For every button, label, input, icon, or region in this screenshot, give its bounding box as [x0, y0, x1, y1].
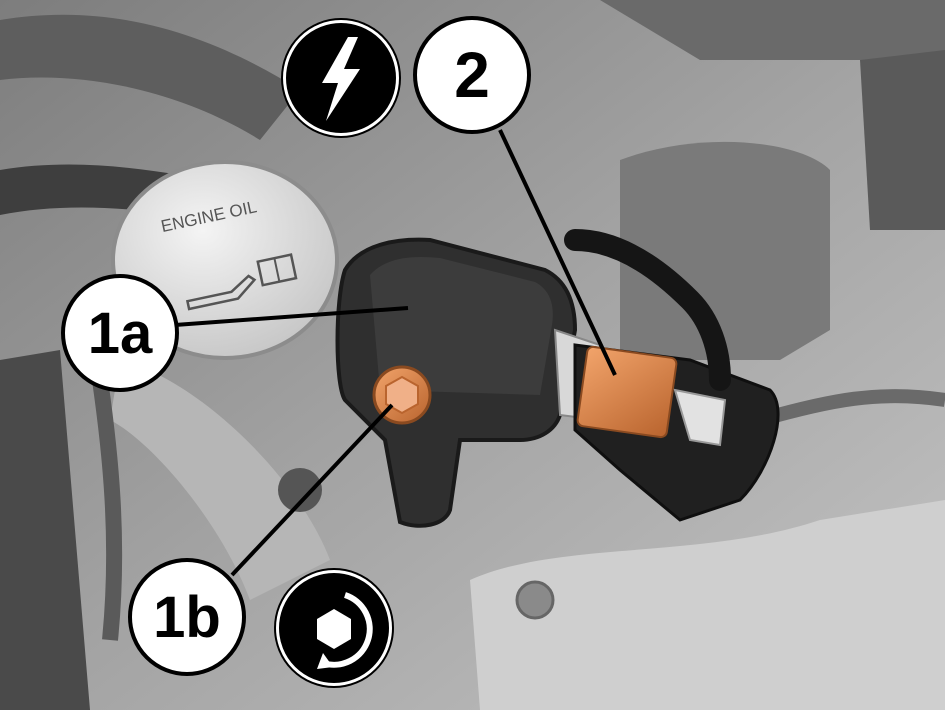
leader-line-1a: [174, 306, 409, 327]
hose-top-left: [0, 14, 300, 140]
callout-1b: 1b: [128, 558, 246, 676]
upper-right-part: [600, 0, 945, 60]
torque-symbol: [276, 570, 392, 686]
bracket-lower-right: [470, 500, 945, 710]
engine-block-surface: [110, 360, 330, 600]
connector-wire: [564, 229, 731, 391]
callout-1a-label: 1a: [87, 300, 153, 366]
lightning-bolt-icon: [322, 37, 360, 121]
corrugated-wire-left: [92, 378, 123, 641]
connector-clip: [673, 388, 727, 447]
lower-left-shadow: [0, 350, 90, 710]
stud-bolt: [278, 468, 322, 512]
callout-2-label: 2: [454, 39, 490, 111]
leader-line-2: [498, 129, 617, 376]
leader-line-1b: [230, 403, 394, 577]
oil-can-book-icon: [185, 253, 298, 311]
corrugated-wire-right: [758, 389, 945, 427]
callout-1b-label: 1b: [153, 584, 221, 650]
third-coil-housing: [860, 50, 945, 230]
electrical-connector: [564, 229, 780, 522]
electrical-symbol: [283, 20, 399, 136]
callout-1a: 1a: [61, 274, 179, 392]
connector-locking-tab: [576, 345, 678, 439]
second-coil-housing: [620, 141, 830, 360]
callout-2: 2: [413, 16, 531, 134]
ignition-coil: [335, 237, 601, 528]
bracket-bolt: [515, 580, 555, 620]
hex-bolt-tighten-icon: [317, 592, 373, 669]
